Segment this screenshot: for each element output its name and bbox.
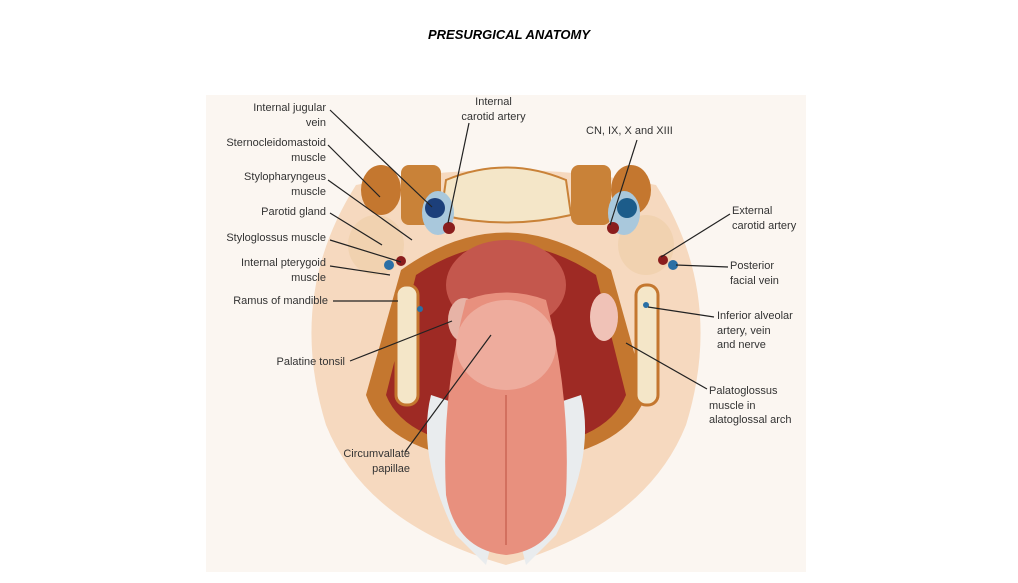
label-internal-pterygoid: Internal pterygoid muscle (241, 257, 326, 284)
label-parotid-gland: Parotid gland (261, 206, 326, 218)
label-inferior-alveolar: Inferior alveolar artery, vein and nerve (717, 310, 793, 351)
internal-carotid-right (607, 222, 619, 234)
posterior-facial-vein-right (668, 260, 678, 270)
oral-cavity-illustration (311, 109, 731, 565)
label-palatine-tonsil: Palatine tonsil (276, 356, 346, 368)
leader-lines (327, 109, 731, 453)
label-ramus-of-mandible: Ramus of mandible (233, 295, 328, 307)
slide-title: PRESURGICAL ANATOMY (427, 27, 591, 42)
label-internal-jugular-vein: Internal jugular vein (253, 102, 326, 129)
anatomy-figure: Internal jugular vein Sternocleidomastoi… (206, 95, 806, 572)
label-posterior-facial-vein: Posterior facial vein (730, 260, 779, 287)
external-carotid-right (658, 255, 668, 265)
vertebra (439, 166, 573, 224)
internal-carotid-left (443, 222, 455, 234)
label-cranial-nerves: CN, IX, X and XIII (586, 125, 673, 137)
mandible-left (394, 283, 420, 407)
label-external-carotid-artery: External carotid artery (732, 205, 797, 232)
label-circumvallate-papillae: Circumvallate papillae (343, 448, 410, 475)
inferior-alveolar-left (417, 306, 423, 312)
inferior-alveolar-right (643, 302, 649, 308)
posterior-facial-vein-left (384, 260, 394, 270)
mandible-right (634, 283, 660, 407)
internal-jugular-vein-left (425, 198, 445, 218)
label-styloglossus: Styloglossus muscle (226, 232, 326, 244)
neck-muscle-right (571, 165, 611, 225)
label-sternocleidomastoid: Sternocleidomastoid muscle (226, 137, 326, 164)
external-carotid-left (396, 256, 406, 266)
label-stylopharyngeus: Stylopharyngeus muscle (244, 171, 326, 198)
palatine-tonsil-right (590, 293, 618, 341)
label-internal-carotid-artery: Internal carotid artery (461, 96, 526, 123)
papillae-region (456, 300, 556, 390)
sternocleidomastoid-left (361, 165, 401, 215)
internal-jugular-vein-right (617, 198, 637, 218)
label-palatoglossus: Palatoglossus muscle in alatoglossal arc… (709, 385, 792, 426)
parotid-left (348, 215, 404, 275)
